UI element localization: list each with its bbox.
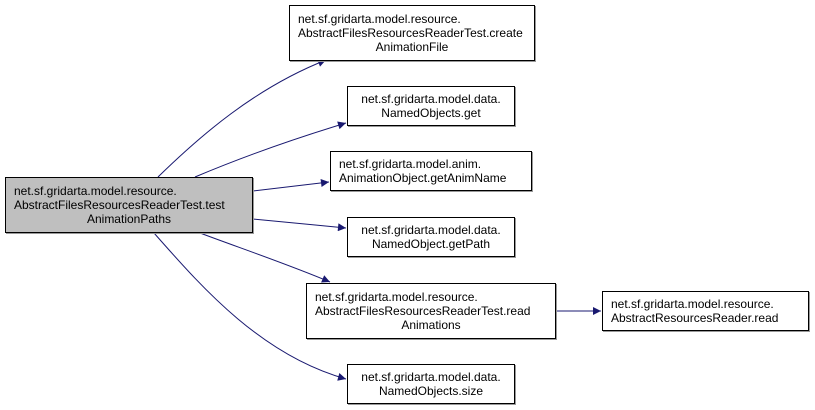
node-label-line: AbstractFilesResourcesReaderTest.test bbox=[14, 198, 225, 212]
node-label-line: net.sf.gridarta.model.data. bbox=[361, 370, 501, 384]
edge-root-to-namedObjectsGet bbox=[194, 121, 347, 178]
node-test-animation-paths: net.sf.gridarta.model.resource. Abstract… bbox=[5, 177, 253, 233]
node-label-line: NamedObjects.size bbox=[378, 384, 484, 398]
node-label-line: net.sf.gridarta.model.resource. bbox=[315, 290, 478, 304]
node-label-line: net.sf.gridarta.model.resource. bbox=[611, 297, 774, 311]
edge-root-to-getAnimName bbox=[252, 179, 330, 192]
node-label-line: AnimationObject.getAnimName bbox=[339, 171, 507, 185]
node-label-line: NamedObject.getPath bbox=[371, 237, 491, 251]
node-label-line: AbstractFilesResourcesReaderTest.read bbox=[315, 304, 531, 318]
node-get-path[interactable]: net.sf.gridarta.model.data. NamedObject.… bbox=[347, 217, 515, 257]
node-label-line: AnimationFile bbox=[375, 40, 449, 54]
node-label-line: net.sf.gridarta.model.resource. bbox=[298, 12, 461, 26]
node-label-line: net.sf.gridarta.model.data. bbox=[361, 223, 501, 237]
node-label-line: Animations bbox=[401, 318, 461, 332]
node-label-line: NamedObjects.get bbox=[381, 106, 481, 120]
node-label-line: net.sf.gridarta.model.resource. bbox=[14, 184, 177, 198]
edge-root-to-readAnimations bbox=[199, 232, 331, 283]
node-label-line: AnimationPaths bbox=[86, 212, 172, 226]
edge-root-to-namedObjectsSize bbox=[153, 232, 347, 381]
node-named-objects-size[interactable]: net.sf.gridarta.model.data. NamedObjects… bbox=[347, 364, 515, 404]
node-abstract-resources-reader-read[interactable]: net.sf.gridarta.model.resource. Abstract… bbox=[602, 291, 809, 331]
node-label-line: AbstractResourcesReader.read bbox=[611, 311, 779, 325]
node-get-anim-name[interactable]: net.sf.gridarta.model.anim. AnimationObj… bbox=[330, 151, 532, 191]
node-label-line: AbstractFilesResourcesReaderTest.create bbox=[298, 26, 523, 40]
edge-root-to-createAnimationFile bbox=[157, 59, 327, 178]
node-label-line: net.sf.gridarta.model.data. bbox=[361, 92, 501, 106]
node-create-animation-file[interactable]: net.sf.gridarta.model.resource. Abstract… bbox=[289, 5, 535, 61]
node-named-objects-get[interactable]: net.sf.gridarta.model.data. NamedObjects… bbox=[347, 86, 515, 126]
edge-root-to-getPath bbox=[252, 218, 347, 232]
node-read-animations[interactable]: net.sf.gridarta.model.resource. Abstract… bbox=[306, 283, 556, 339]
node-label-line: net.sf.gridarta.model.anim. bbox=[339, 157, 482, 171]
